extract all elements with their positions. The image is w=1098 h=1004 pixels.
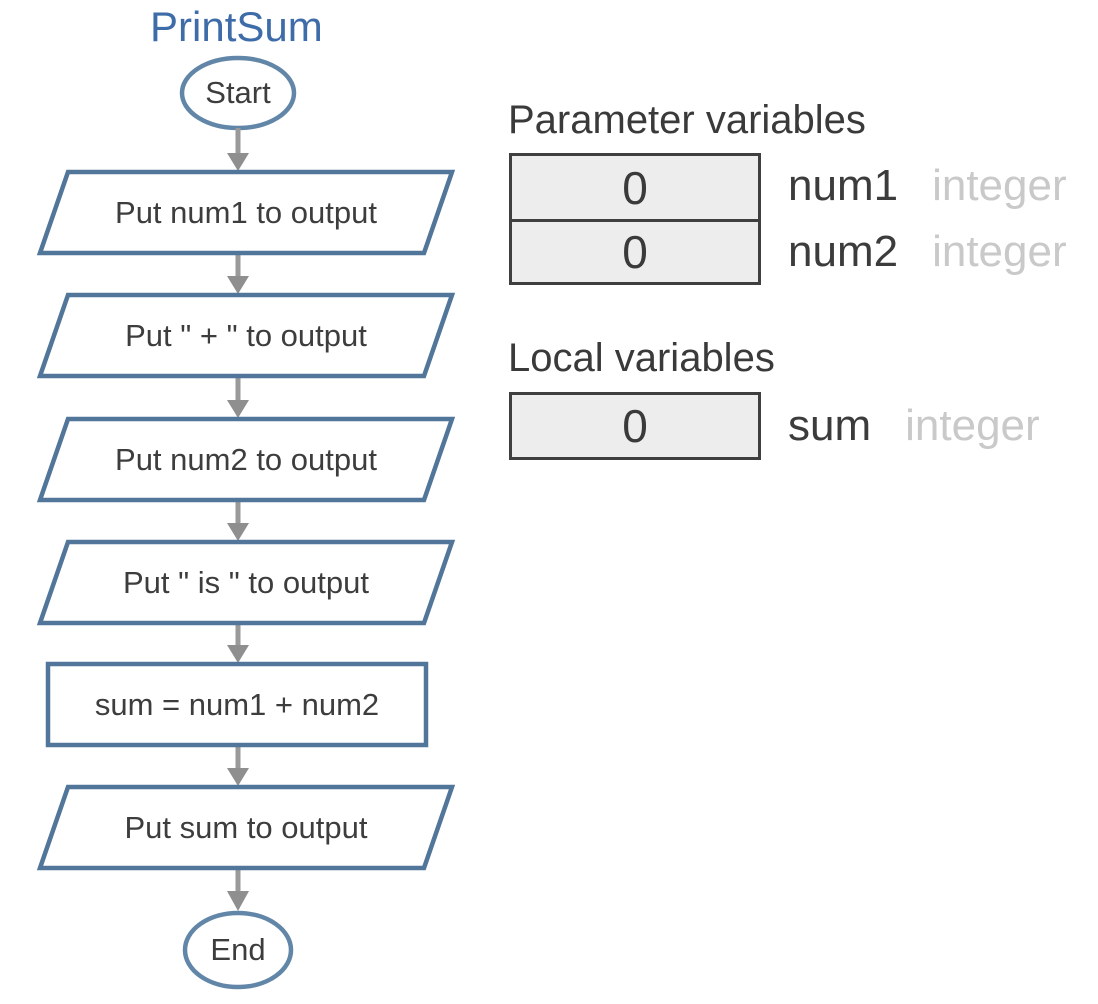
assignment-rectangle	[45, 661, 429, 748]
node-assignment-sum[interactable]: sum = num1 + num2	[94, 686, 380, 722]
local-values-box: 0	[509, 392, 761, 460]
param-num1-name: num1	[788, 161, 899, 210]
local-sum-value: 0	[622, 400, 648, 452]
node-start[interactable]: Start	[205, 75, 271, 110]
node-output-put-num1[interactable]: Put num1 to output	[115, 194, 377, 230]
function-name-title: PrintSum	[150, 3, 323, 50]
flow-arrow-3	[227, 376, 249, 418]
param-num1-label-row: num1 integer	[788, 153, 1067, 219]
local-variables-heading: Local variables	[508, 336, 775, 380]
param-num2-type: integer	[932, 227, 1067, 276]
param-num1-value: 0	[622, 161, 648, 214]
local-sum-name: sum	[788, 401, 872, 450]
param-num1-type: integer	[932, 161, 1067, 210]
flow-arrow-6	[227, 745, 249, 786]
flow-arrow-5	[227, 623, 249, 663]
node-end[interactable]: End	[210, 932, 266, 967]
end-terminal-shape	[182, 910, 294, 990]
output-parallelogram-2	[36, 292, 456, 379]
param-num2-label-row: num2 integer	[788, 219, 1067, 285]
output-parallelogram-3	[36, 416, 456, 503]
value-box-divider	[512, 219, 758, 222]
local-sum-label-row: sum integer	[788, 392, 1040, 460]
output-parallelogram-1	[36, 169, 456, 256]
parameter-values-box: 0 0	[509, 153, 761, 285]
flow-arrow-4	[227, 500, 249, 541]
parameter-variables-heading: Parameter variables	[508, 98, 866, 142]
node-output-put-sum[interactable]: Put sum to output	[124, 809, 368, 845]
output-parallelogram-5	[36, 784, 456, 871]
node-output-put-is[interactable]: Put " is " to output	[122, 564, 370, 600]
param-num2-value: 0	[622, 226, 648, 278]
output-parallelogram-4	[36, 539, 456, 626]
flow-arrow-7	[227, 868, 249, 911]
node-output-put-num2[interactable]: Put num2 to output	[115, 441, 377, 477]
param-num2-name: num2	[788, 227, 899, 276]
flow-arrow-2	[227, 253, 249, 294]
local-sum-type: integer	[905, 401, 1040, 450]
flow-arrow-1	[227, 128, 249, 171]
node-output-put-plus[interactable]: Put " + " to output	[125, 317, 367, 353]
